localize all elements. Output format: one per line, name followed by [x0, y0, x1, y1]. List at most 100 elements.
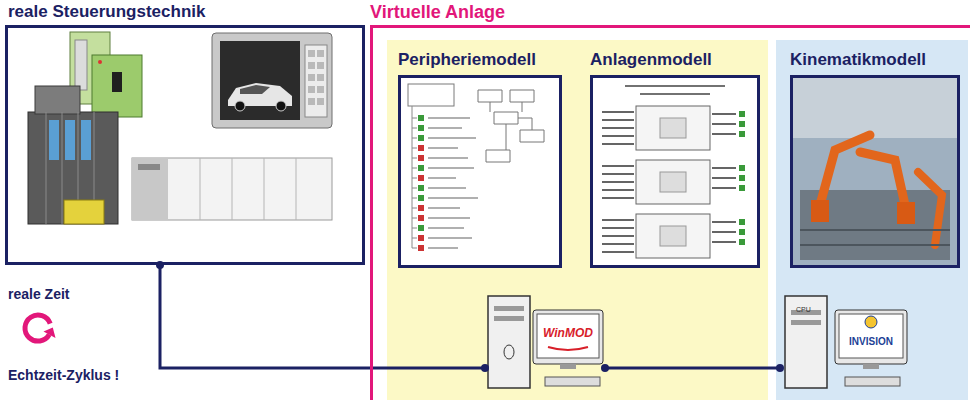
- output-signals: [712, 114, 736, 242]
- panel-screen: [220, 41, 300, 120]
- io-indicators: [49, 120, 91, 160]
- keyboard: [545, 377, 600, 386]
- signal-cable: [160, 265, 485, 368]
- screen-text-holder: WinMOD: [537, 316, 599, 352]
- logo-emblem: [865, 316, 877, 328]
- monitor: [533, 310, 603, 364]
- box-outline: [398, 75, 562, 268]
- box-heading: Virtuelle Anlage: [370, 2, 505, 23]
- tree-lines: [412, 106, 417, 248]
- conveyor: [800, 190, 950, 260]
- robot-cell-photo: [793, 78, 957, 265]
- tree-root: [408, 84, 454, 106]
- panel-ground: [398, 75, 562, 268]
- cycle-arrowhead: [44, 327, 56, 338]
- cpu-marking: CPU: [796, 306, 811, 314]
- hardware-box: reale Steuerungstechnik: [5, 2, 365, 265]
- component-block: [636, 106, 710, 150]
- heading-holder: Virtuelle Anlage: [370, 2, 505, 23]
- cycle-icon: [25, 315, 56, 341]
- robot-arm: [860, 152, 905, 205]
- cylinder-icon: [660, 118, 686, 138]
- input-signals: [602, 112, 634, 252]
- robot-arm: [918, 172, 942, 245]
- box-outline: [5, 25, 365, 265]
- junction-dot: [481, 364, 489, 372]
- photo-ground: [793, 78, 957, 265]
- simulation-band: [387, 40, 768, 400]
- status-led: [98, 60, 102, 64]
- logo-swoosh: [548, 347, 588, 350]
- brand-plate: [138, 164, 160, 170]
- visualisation-pc: [785, 296, 907, 388]
- ok-markers: [418, 115, 424, 231]
- keypad: [305, 45, 327, 117]
- junction-dot: [776, 364, 784, 372]
- monitor-stand: [863, 364, 879, 369]
- plc-rack: [28, 112, 118, 224]
- pc-tower: [785, 296, 827, 388]
- heading-holder: Peripheriemodell: [398, 50, 536, 70]
- power-supply: [132, 158, 168, 220]
- visualisation-workstation: INVISION: [780, 290, 960, 395]
- label-holder: Echtzeit-Zyklus !: [8, 366, 119, 384]
- keypad-keys: [308, 50, 324, 105]
- edge-group: [156, 261, 784, 372]
- conveyor-rails: [800, 230, 950, 245]
- robot-base: [897, 202, 915, 224]
- plant-model-preview: [602, 86, 745, 258]
- io-rack: [132, 158, 332, 220]
- plc-cpu: [35, 86, 80, 114]
- hall-ceiling: [793, 78, 957, 138]
- operator-panel: [212, 33, 332, 128]
- robot-base: [811, 200, 829, 222]
- box-heading: Anlagenmodell: [590, 50, 712, 70]
- car-wheel: [235, 101, 245, 111]
- signal-states: [739, 111, 745, 245]
- box-heading: Kinematikmodell: [790, 50, 926, 70]
- car-wheel: [276, 101, 286, 111]
- terminal-block: [64, 200, 104, 224]
- monitor-screen: [839, 314, 903, 358]
- fault-markers: [418, 145, 424, 251]
- keyboard: [845, 377, 900, 386]
- panel-ground: [590, 75, 760, 268]
- model-box: Anlagenmodell: [590, 50, 760, 268]
- model-box: Kinematikmodell: [790, 50, 960, 268]
- virtual-plant-region: Virtuelle AnlagePeripheriemodell Anlagenm…: [370, 2, 970, 400]
- disk-symbol: [504, 345, 514, 359]
- sheet-title-bars: [625, 86, 725, 94]
- component-block: [636, 160, 710, 204]
- label-holder: reale Zeit: [8, 285, 69, 303]
- screen-text-holder: INVISION: [839, 332, 903, 352]
- plc-hardware: [28, 32, 332, 224]
- simulation-pc: [488, 296, 603, 388]
- pc-tower: [488, 296, 530, 388]
- panel-ground: [790, 75, 960, 268]
- cylinder-icon: [660, 226, 686, 246]
- cycle-arc: [25, 315, 50, 341]
- annotation-text: Echtzeit-Zyklus !: [8, 367, 119, 383]
- car-window: [240, 85, 270, 94]
- module-front: [75, 40, 87, 90]
- box-heading: reale Steuerungstechnik: [8, 2, 205, 22]
- junction-dot: [601, 364, 609, 372]
- box-outline: [590, 75, 760, 268]
- drive-bays: [494, 306, 524, 321]
- card-slot: [112, 72, 122, 92]
- heading-holder: Kinematikmodell: [790, 50, 926, 70]
- robot-arm: [820, 135, 870, 205]
- signal-cable: [605, 367, 780, 370]
- cylinder-icon: [660, 172, 686, 192]
- screen-logo-text: WinMOD: [543, 327, 593, 341]
- model-box: Peripheriemodell: [398, 50, 562, 268]
- controller-card: [92, 55, 142, 117]
- bus-wires: [490, 102, 532, 150]
- monitor-screen: [537, 314, 599, 358]
- heading-holder: Anlagenmodell: [590, 50, 712, 70]
- monitor: [835, 310, 907, 364]
- rack-slots: [200, 158, 296, 220]
